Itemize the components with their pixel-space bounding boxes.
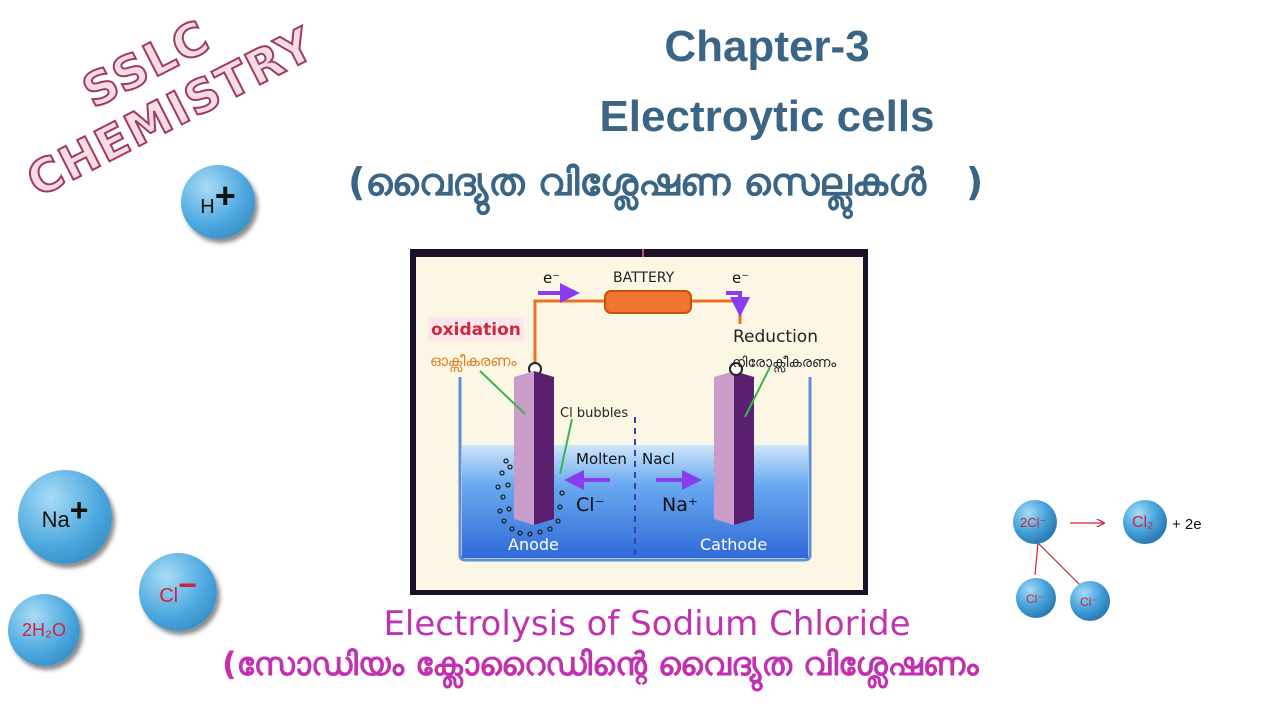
oxidation-label: oxidation [431,320,521,340]
water-bubble: 2H₂O [8,594,80,666]
anode-side [534,371,554,525]
reduction-label: Reduction [733,327,818,347]
electron-label-left: e⁻ [543,269,560,287]
na-ion-bubble: Na + [18,470,112,564]
cathode-side [734,371,754,525]
split-label-2: Cl⁻ [1080,595,1098,609]
oxidation-ml-label: ഓക്സീകരണം [430,352,517,373]
chlorine-bubbles [495,458,565,537]
nacl-label: Nacl [642,450,675,468]
electrons-label: + 2e [1172,516,1202,533]
battery-label: BATTERY [613,270,675,286]
electrolysis-diagram: e⁻ BATTERY e⁻ oxidation ഓക്സീകരണം Reduct… [410,249,868,595]
cl-bubbles-label: Cl bubbles [560,406,628,421]
wire-left [533,299,606,377]
na-charge: + [69,491,89,528]
h-ion-bubble: H + [181,165,255,239]
cathode-face [714,371,734,525]
cathode-label: Cathode [700,535,767,554]
split-bubble-2 [1070,581,1110,621]
anode-label: Anode [508,535,559,554]
molten-label: Molten [576,450,627,468]
split-label-1: Cl⁻ [1026,592,1044,606]
anode-face [514,371,534,525]
page-title: Electroytic cells [599,92,935,141]
reactant-label: 2Cl⁻ [1020,515,1046,530]
na-symbol: Na [41,507,70,532]
battery-icon [604,290,692,314]
reactant-bubble [1013,500,1057,544]
footer-subtitle: (സോഡിയം ക്ലോറൈഡിന്റെ വൈദ്യുത വിശ്ലേഷണം [222,645,979,683]
cl-ion-label: Cl⁻ [576,494,605,516]
cl-symbol: Cl [159,584,179,607]
h-symbol: H [200,195,215,218]
na-ion-label: Na⁺ [662,494,698,516]
cl-charge: − [178,566,197,603]
product-bubble [1123,500,1167,544]
beaker-outline [458,377,812,562]
reaction-equation: 2Cl⁻ Cl₂ + 2e Cl⁻ Cl⁻ [1013,500,1202,621]
diagram-svg: e⁻ BATTERY e⁻ oxidation ഓക്സീകരണം Reduct… [416,249,863,590]
reduction-ml-label: നിരോക്സീകരണം [732,355,836,373]
page-subtitle: (വൈദ്യുത വിശ്ലേഷണ സെല്ലുകൾ ) [348,160,984,204]
h-charge: + [214,175,236,216]
chapter-heading: Chapter-3 [664,22,870,71]
footer-title: Electrolysis of Sodium Chloride [383,604,911,644]
water-label: 2H₂O [22,619,66,640]
electron-label-right: e⁻ [732,269,749,287]
product-label: Cl₂ [1132,514,1153,531]
electron-arrow-right [726,291,750,317]
cl-ion-bubble: Cl − [139,553,217,631]
split-bubble-1 [1016,578,1056,618]
